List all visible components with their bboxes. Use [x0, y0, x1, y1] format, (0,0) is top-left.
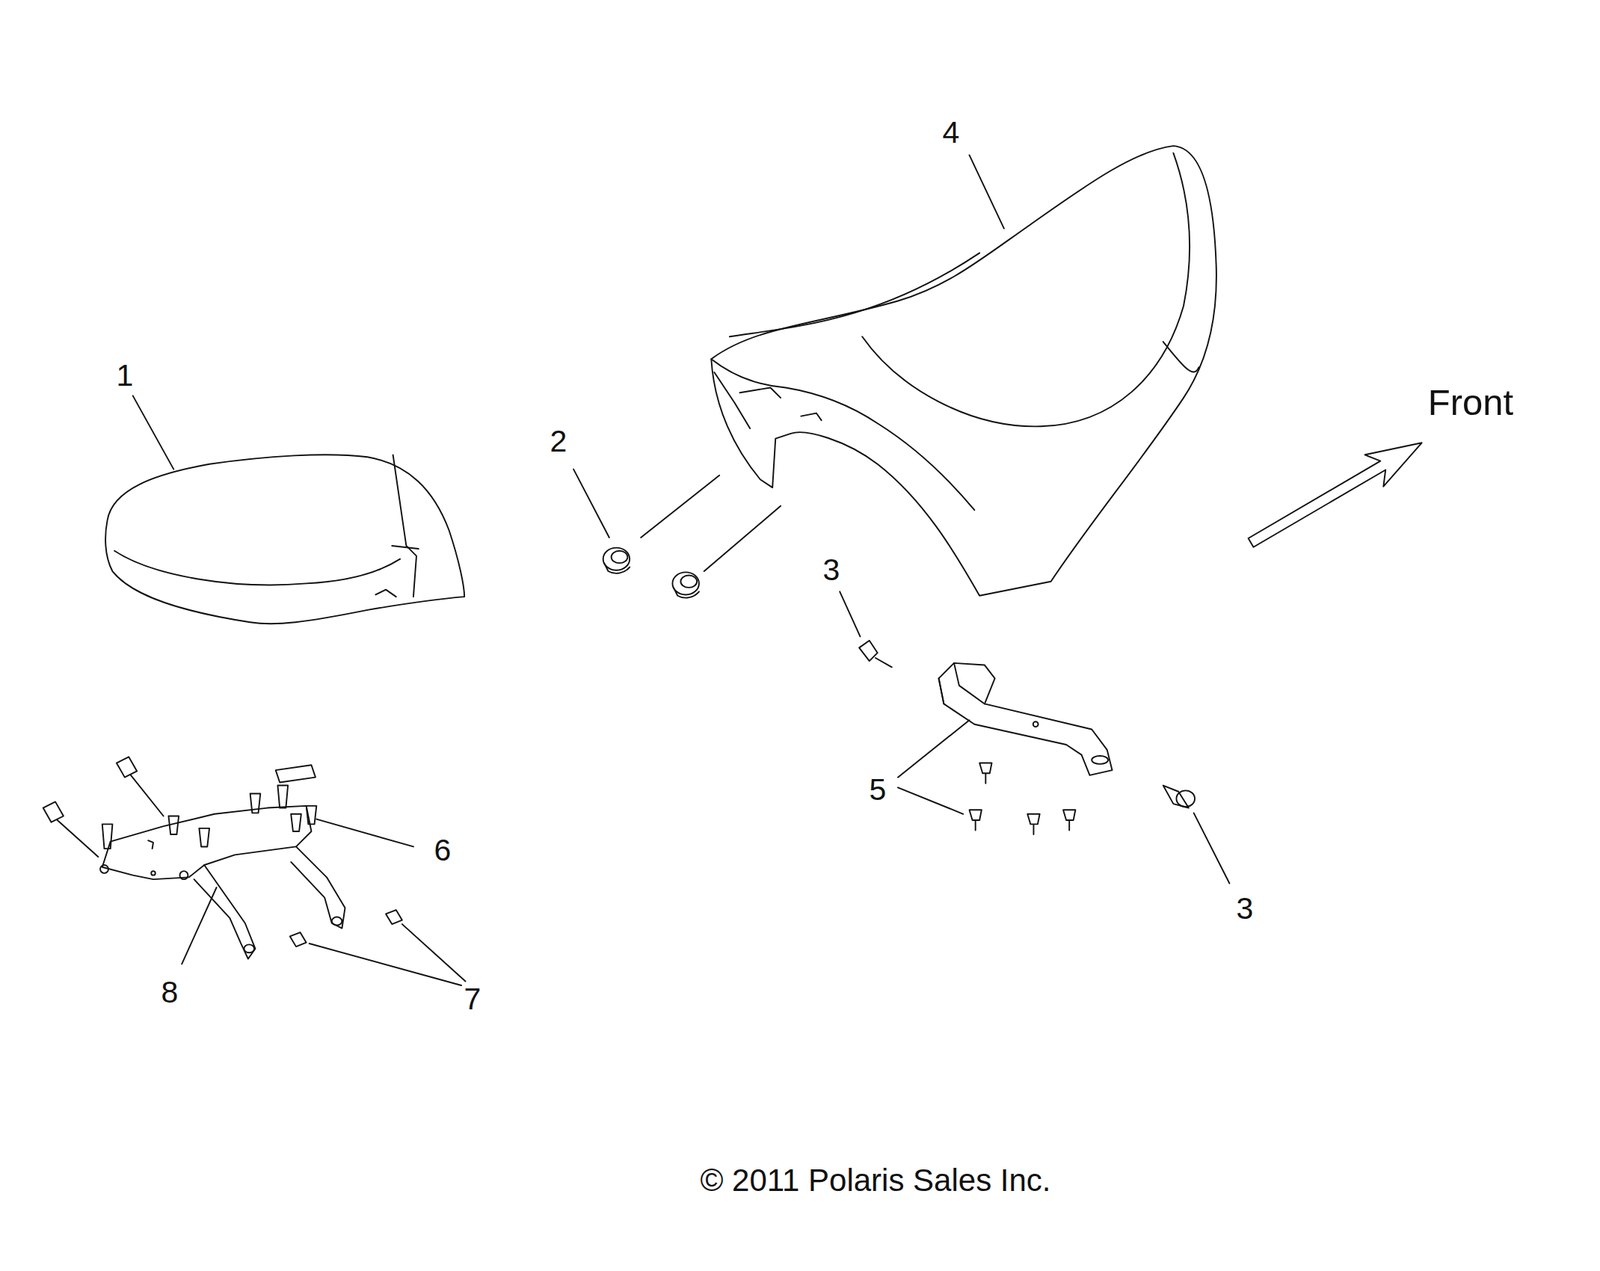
callout-number: 3	[1236, 893, 1254, 925]
seat-bracket	[897, 663, 1113, 835]
copyright-note: © 2011 Polaris Sales Inc.	[699, 1164, 1051, 1197]
callout-number: 4	[942, 117, 960, 149]
callout-number: 7	[464, 983, 482, 1015]
seat-plate	[43, 756, 466, 986]
callout-number: 8	[161, 977, 179, 1008]
grommets	[573, 469, 781, 599]
callout-number: 5	[869, 774, 887, 806]
rear-seat	[105, 395, 465, 624]
callout-number: 6	[434, 835, 452, 866]
bolts	[839, 591, 1230, 883]
callout-number: 2	[550, 426, 568, 457]
direction-label: Front	[1428, 384, 1514, 421]
callout-number: 3	[823, 554, 841, 586]
front-seat	[711, 145, 1217, 596]
callout-number: 1	[116, 360, 134, 392]
front-arrow	[1241, 426, 1432, 559]
